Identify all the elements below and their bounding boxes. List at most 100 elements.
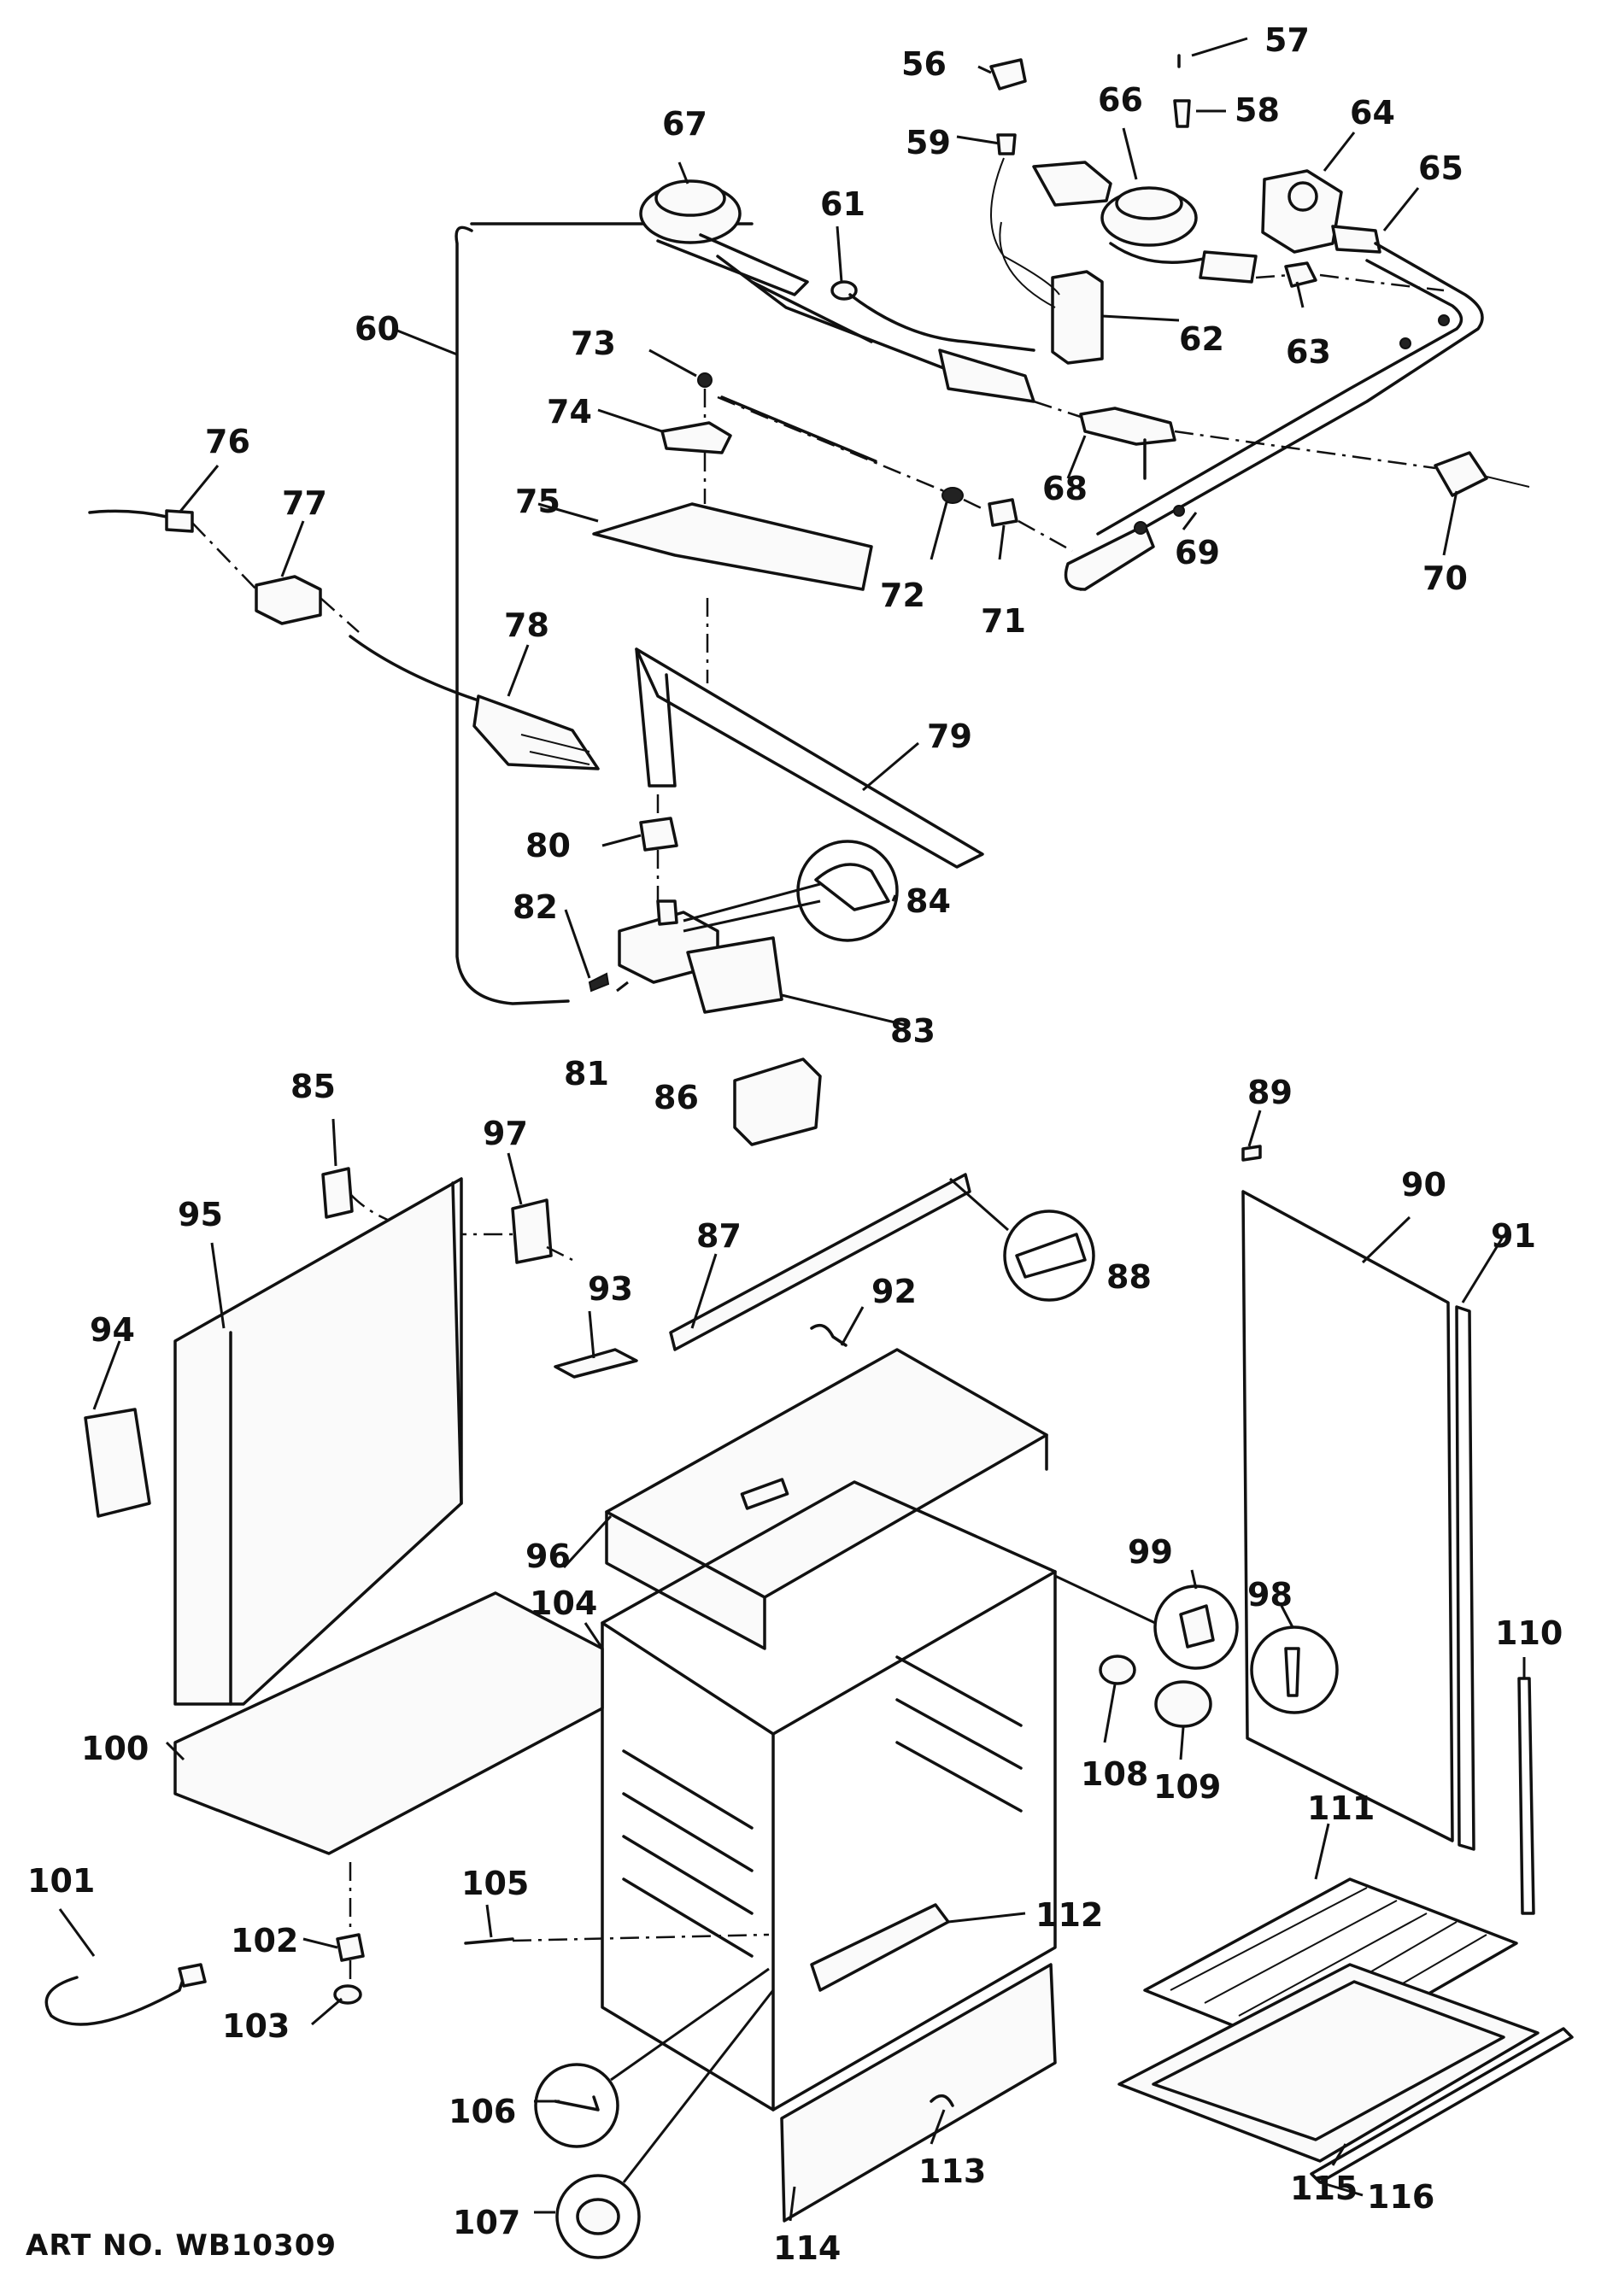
callout-113: 113 <box>918 2152 986 2190</box>
mounting-bracket-83 <box>686 936 783 1014</box>
cooktop-panel-96 <box>605 1348 1048 1650</box>
manifold-69 <box>1064 524 1155 591</box>
callout-89: 89 <box>1247 1074 1293 1111</box>
fitting-65 <box>1331 225 1381 254</box>
broiler-pan-115 <box>1117 1963 1540 2163</box>
callout-59: 59 <box>906 124 951 161</box>
callout-103: 103 <box>222 2007 290 2045</box>
callout-73: 73 <box>571 325 616 362</box>
callout-65: 65 <box>1418 149 1463 187</box>
callout-84: 84 <box>906 882 951 920</box>
callout-95: 95 <box>178 1196 223 1233</box>
power-cord-101 <box>44 1976 185 2026</box>
art-number: ART NO. WB10309 <box>26 2229 337 2263</box>
terminal-block-97 <box>511 1198 553 1264</box>
callout-72: 72 <box>880 577 925 614</box>
wire-harness-76 <box>88 509 168 518</box>
callout-105: 105 <box>461 1865 529 1902</box>
clip-71 <box>988 498 1018 527</box>
callout-63: 63 <box>1286 333 1331 371</box>
callout-112: 112 <box>1035 1896 1103 1934</box>
callout-104: 104 <box>530 1584 597 1622</box>
callout-79: 79 <box>927 718 972 755</box>
callout-81: 81 <box>564 1055 609 1092</box>
light-bulb-109 <box>1154 1680 1212 1728</box>
oven-door-90 <box>1241 1190 1454 1842</box>
burner-head-67 <box>639 179 1010 395</box>
callout-96: 96 <box>525 1538 571 1575</box>
callout-107: 107 <box>453 2204 520 2241</box>
callout-109: 109 <box>1153 1768 1221 1806</box>
callout-61: 61 <box>820 185 865 223</box>
callout-97: 97 <box>483 1115 528 1152</box>
cover-86 <box>733 1057 822 1146</box>
callout-64: 64 <box>1350 94 1395 132</box>
heat-deflector-75 <box>592 502 873 591</box>
detail-88-circle <box>1003 1210 1095 1302</box>
callout-58: 58 <box>1235 91 1280 129</box>
callout-77: 77 <box>282 484 327 522</box>
range-body-assembly <box>44 37 1574 2259</box>
spring-73 <box>697 372 713 388</box>
callout-110: 110 <box>1495 1614 1563 1652</box>
callout-75: 75 <box>515 483 560 520</box>
spark-module-62 <box>1051 270 1104 365</box>
callout-70: 70 <box>1422 559 1468 597</box>
detail-98-circle <box>1250 1625 1339 1714</box>
callout-83: 83 <box>890 1012 936 1050</box>
bracket-70 <box>1434 451 1488 497</box>
connector-77 <box>255 575 322 625</box>
callout-90: 90 <box>1401 1166 1446 1204</box>
burner-support-79 <box>635 647 984 869</box>
callout-labels: 56 57 58 59 60 61 62 63 64 65 66 67 68 6… <box>27 21 1563 2267</box>
callout-99: 99 <box>1128 1533 1173 1571</box>
callout-60: 60 <box>355 310 400 348</box>
callout-57: 57 <box>1264 21 1310 59</box>
callout-102: 102 <box>231 1922 298 1959</box>
callout-108: 108 <box>1081 1755 1148 1793</box>
bracket-74 <box>660 421 732 454</box>
kick-panel-114 <box>780 1963 1057 2223</box>
callout-71: 71 <box>981 602 1026 640</box>
tee-fitting-68 <box>1079 407 1176 480</box>
callout-100: 100 <box>81 1730 149 1767</box>
gas-valve-64 <box>1261 169 1343 254</box>
callout-76: 76 <box>205 423 250 460</box>
detail-106-circle <box>534 2063 619 2148</box>
callout-66: 66 <box>1098 81 1143 119</box>
callout-78: 78 <box>504 606 549 644</box>
clip-92 <box>810 1323 848 1347</box>
lamp-socket-108 <box>1099 1655 1136 1685</box>
callout-62: 62 <box>1179 320 1224 358</box>
detail-107-circle <box>555 2174 641 2259</box>
callout-69: 69 <box>1175 534 1220 571</box>
cabinet-body-104 <box>601 1480 1057 2112</box>
callout-114: 114 <box>773 2229 841 2267</box>
callout-87: 87 <box>696 1217 742 1255</box>
frame-tube-60 <box>455 226 570 1005</box>
clip-113 <box>930 2094 954 2107</box>
callout-93: 93 <box>588 1270 633 1308</box>
vent-trim-93 <box>554 1348 638 1379</box>
callout-94: 94 <box>90 1311 135 1349</box>
fitting-59 <box>996 133 1017 155</box>
callout-67: 67 <box>662 105 707 143</box>
callout-86: 86 <box>654 1079 699 1116</box>
callout-115: 115 <box>1290 2170 1358 2207</box>
clip-89 <box>1241 1145 1262 1162</box>
callout-74: 74 <box>547 393 592 430</box>
grommet-72 <box>941 487 964 504</box>
callout-82: 82 <box>513 888 558 926</box>
clip-56 <box>989 58 1027 91</box>
pilot-61 <box>830 280 1035 352</box>
callout-116: 116 <box>1367 2178 1434 2216</box>
door-gasket-91 <box>1455 1305 1475 1851</box>
leveling-leg-102 <box>336 1933 365 1962</box>
trim-116 <box>1310 2027 1574 2184</box>
strip-110 <box>1517 1677 1535 1915</box>
callout-56: 56 <box>901 45 947 83</box>
orifice-holder-80 <box>639 817 678 852</box>
callout-98: 98 <box>1247 1576 1293 1614</box>
screw-82 <box>588 972 610 993</box>
